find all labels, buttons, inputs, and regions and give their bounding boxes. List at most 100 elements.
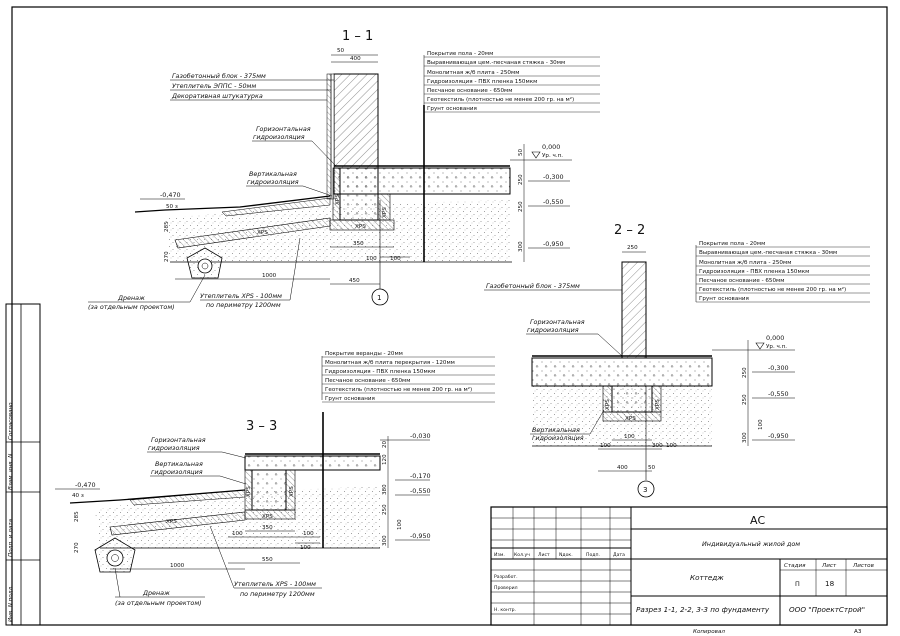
tb-copied: Копировал [693,629,725,635]
svg-text:100: 100 [303,531,314,537]
svg-text:гидроизоляция: гидроизоляция [527,326,579,334]
svg-text:XPS: XPS [289,486,295,497]
tb-role-check: Проверил [494,585,518,591]
s33-dimensions: 20 120 380 250 300 100 100 100 350 100 5… [72,436,403,570]
svg-text:Геотекстиль (плотностью не мен: Геотекстиль (плотностью не менее 200 гр.… [699,286,846,293]
tb-drawing-name: Разрез 1-1, 2-2, 3-3 по фундаменту [636,605,770,614]
svg-text:Дренаж: Дренаж [142,589,170,597]
svg-text:XPS: XPS [335,194,341,205]
svg-text:250: 250 [518,201,524,212]
svg-text:50: 50 [648,465,656,471]
svg-text:250: 250 [627,245,638,251]
svg-text:100: 100 [624,434,635,440]
svg-text:100: 100 [300,545,311,551]
svg-text:100: 100 [397,519,403,530]
svg-text:270: 270 [74,542,80,553]
svg-text:50: 50 [518,148,524,156]
svg-text:-0,470: -0,470 [75,481,96,489]
svg-text:120: 120 [382,454,388,465]
svg-text:Вертикальная: Вертикальная [155,460,203,468]
stamp-sign-date: Подп. и дата [8,518,14,557]
svg-text:-0,030: -0,030 [410,432,431,440]
svg-text:380: 380 [382,484,388,495]
tb-sheets-h: Листов [852,563,874,569]
s33-layers: Покрытие веранды - 20мм Монолитная ж/б п… [321,351,495,403]
svg-text:Утеплитель XPS - 100мм: Утеплитель XPS - 100мм [234,580,316,588]
s11-insul-label: Утеплитель ЭППС - 50мм [172,82,256,90]
tb-company: ООО "ПроектСтрой" [789,605,865,614]
svg-text:Горизонтальная: Горизонтальная [530,318,585,326]
svg-text:Геотекстиль (плотностью не мен: Геотекстиль (плотностью не менее 200 гр.… [427,96,574,103]
tb-format: А3 [854,629,862,635]
svg-text:Монолитная ж/б плита - 250мм: Монолитная ж/б плита - 250мм [699,260,791,266]
svg-text:-0,470: -0,470 [160,191,181,199]
axis-3: 3 [643,485,648,494]
tb-role-norm: Н. контр. [494,607,516,613]
side-stamp: Согласовано Взам. инв. N Подп. и дата Ин… [5,303,41,626]
svg-text:Геотекстиль (плотностью не мен: Геотекстиль (плотностью не менее 200 гр.… [325,386,472,393]
stamp-replace-inv: Взам. инв. N [8,453,14,490]
stamp-agreed: Согласовано [8,402,14,440]
tb-col-sign: Подп. [586,552,600,558]
tb-role-dev: Разработ. [494,574,518,580]
s22-wall-label: Газобетонный блок - 375мм [486,282,580,290]
svg-text:300: 300 [518,241,524,252]
section-2-2: 2 – 2 XPS XPS XPS 3 Газобетонный блок - … [484,223,870,498]
s11-layers: Покрытие пола - 20мм Выравнивающая цем.-… [423,51,600,113]
svg-text:550: 550 [262,557,273,563]
svg-text:Грунт основания: Грунт основания [325,396,375,402]
svg-text:0,000: 0,000 [542,143,560,151]
svg-text:250: 250 [518,174,524,185]
svg-text:350: 350 [262,525,273,531]
s11-dimensions: 50 400 50 250 250 300 350 100 100 1000 4… [164,48,525,285]
svg-text:285: 285 [74,511,80,522]
svg-text:XPS: XPS [246,486,252,497]
svg-text:0,000: 0,000 [766,334,784,342]
tb-sheet-h: Лист [821,563,837,569]
s22-dimensions: 250 250 250 300 100 100 300 100 400 50 1… [598,245,764,472]
svg-text:Грунт основания: Грунт основания [699,296,749,302]
tb-stage: П [795,580,800,588]
svg-text:Гидроизоляция - ПВХ пленка 150: Гидроизоляция - ПВХ пленка 150мкм [699,269,809,275]
tb-stage-h: Стадия [784,563,806,569]
svg-text:(за отдельным проектом): (за отдельным проектом) [115,599,202,607]
svg-text:Покрытие пола - 20мм: Покрытие пола - 20мм [699,241,765,247]
svg-text:250: 250 [382,504,388,515]
svg-text:Вертикальная: Вертикальная [249,170,297,178]
svg-text:-0,170: -0,170 [410,472,431,480]
svg-text:100: 100 [600,443,611,449]
svg-text:Песчаное основание - 650мм: Песчаное основание - 650мм [699,278,784,284]
svg-text:XPS: XPS [382,207,388,218]
tb-col-qty: Кол.уч [514,552,530,558]
svg-text:XPS: XPS [262,514,273,520]
svg-text:Песчаное основание - 650мм: Песчаное основание - 650мм [325,378,410,384]
svg-text:Дренаж: Дренаж [117,294,145,302]
section-3-3: 3 – 3 XPS XPS XPS XPS Покрытие веранды -… [55,351,495,607]
tb-object: Индивидуальный жилой дом [702,540,800,548]
svg-text:100: 100 [390,256,401,262]
svg-text:Покрытие веранды - 20мм: Покрытие веранды - 20мм [325,351,403,357]
svg-text:50: 50 [337,48,345,54]
title-block: Изм. Кол.уч Лист Nдок. Подп. Дата Разраб… [490,506,888,635]
svg-text:-0,300: -0,300 [768,364,789,372]
svg-text:400: 400 [617,465,628,471]
svg-text:Грунт основания: Грунт основания [427,106,477,112]
svg-text:285: 285 [164,221,170,232]
svg-text:20: 20 [382,440,388,448]
svg-text:350: 350 [353,241,364,247]
s33-elevations: -0,030 -0,170 -0,550 -0,950 -0,470 [55,432,431,541]
svg-text:(за отдельным проектом): (за отдельным проектом) [88,303,175,311]
svg-text:Монолитная ж/б плита - 250мм: Монолитная ж/б плита - 250мм [427,70,519,76]
section-2-2-title: 2 – 2 [614,223,645,238]
svg-text:по периметру 1200мм: по периметру 1200мм [206,301,281,309]
svg-text:Выравнивающая цем.-песчаная ст: Выравнивающая цем.-песчаная стяжка - 30м… [699,250,837,256]
svg-text:300: 300 [652,443,663,449]
svg-text:1000: 1000 [262,273,277,279]
svg-text:Вертикальная: Вертикальная [532,426,580,434]
svg-text:Утеплитель XPS - 100мм: Утеплитель XPS - 100мм [200,292,282,300]
axis-1: 1 [377,293,382,302]
svg-text:250: 250 [742,394,748,405]
svg-text:XPS: XPS [605,399,611,410]
svg-text:Горизонтальная: Горизонтальная [256,125,311,133]
